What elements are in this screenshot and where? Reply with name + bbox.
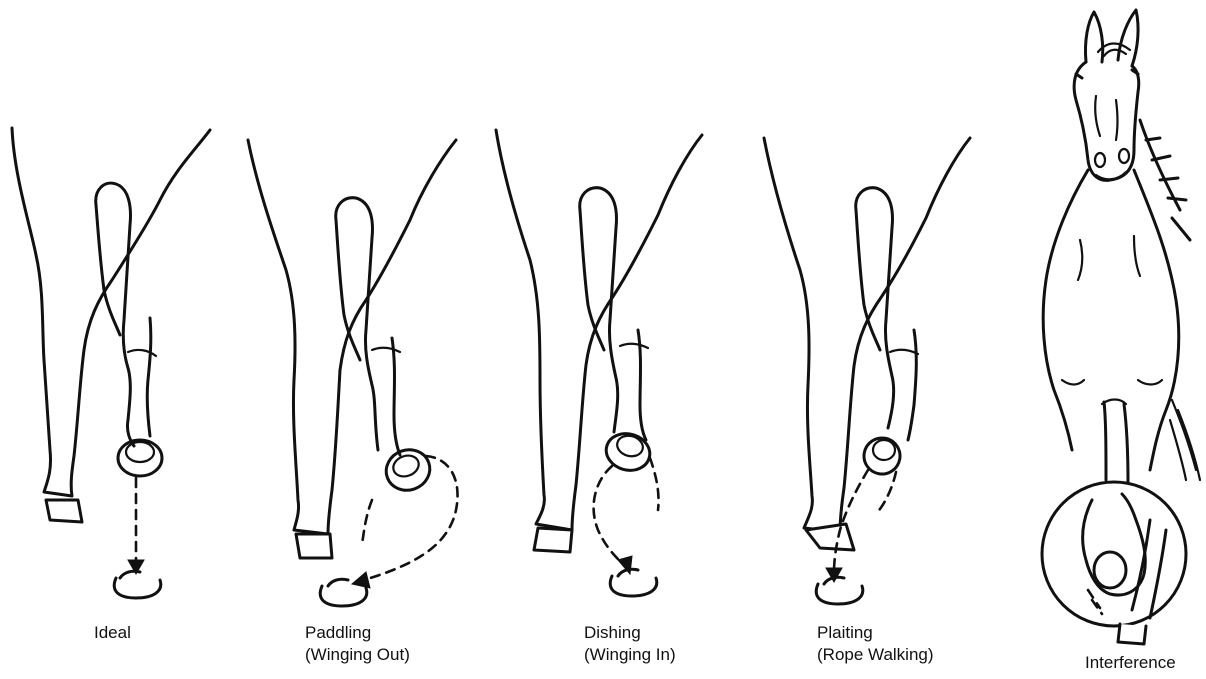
label-ideal: Ideal: [94, 622, 131, 644]
label-paddling: Paddling (Winging Out): [305, 622, 410, 666]
interference-horse-illustration: [1042, 10, 1200, 644]
ideal-legs-illustration: [12, 128, 210, 598]
paddling-legs-illustration: [248, 140, 458, 606]
plaiting-legs-illustration: [764, 138, 970, 604]
label-plaiting: Plaiting (Rope Walking): [817, 622, 934, 666]
dishing-legs-illustration: [496, 130, 702, 596]
label-dishing: Dishing (Winging In): [584, 622, 676, 666]
label-interference: Interference: [1085, 652, 1176, 674]
